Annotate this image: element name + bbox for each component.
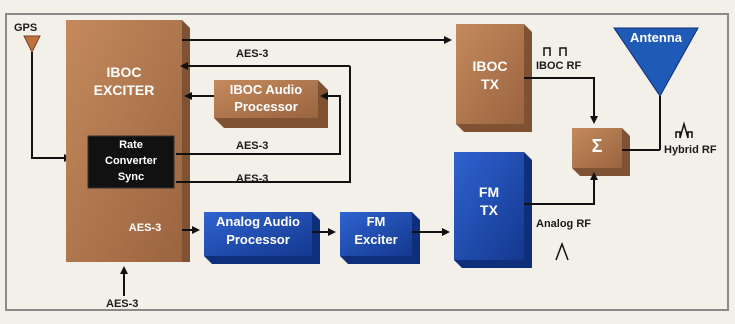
fm-exciter-block xyxy=(340,212,412,256)
combiner-block xyxy=(572,128,622,168)
iboc-audio-label-2: Processor xyxy=(234,99,298,114)
iboc-exciter-label-2: EXCITER xyxy=(93,82,155,98)
iboc-tx-block xyxy=(456,24,524,124)
fm-exciter-label-2: Exciter xyxy=(354,232,398,247)
combiner-label: Σ xyxy=(591,136,603,156)
analog-audio-label-2: Processor xyxy=(226,232,290,247)
analog-audio-label-1: Analog Audio xyxy=(215,214,300,229)
iboc-rf-label: IBOC RF xyxy=(536,60,582,72)
iboc-tx-label-1: IBOC xyxy=(472,58,508,74)
gps-antenna-icon xyxy=(23,35,41,54)
aes3-low-label: AES-3 xyxy=(236,173,269,185)
diagram-frame xyxy=(5,13,729,311)
fm-tx-label-1: FM xyxy=(478,184,500,200)
aes3-mid-label: AES-3 xyxy=(236,140,269,152)
analog-rf-line xyxy=(524,172,598,205)
antenna-label: Antenna xyxy=(630,30,682,45)
analog-spectrum-icon xyxy=(555,241,569,261)
gps-label: GPS xyxy=(14,22,38,34)
iboc-rf-line xyxy=(524,77,598,124)
rate-converter-label-2: Converter xyxy=(105,155,157,167)
fm-tx-label-2: TX xyxy=(480,202,498,218)
analog-rf-label: Analog RF xyxy=(536,218,591,230)
aes3-input-label: AES-3 xyxy=(106,298,139,310)
iboc-audio-processor-block xyxy=(214,80,318,118)
aes3-top-label: AES-3 xyxy=(236,48,269,60)
aes3-exciter-out-label: AES-3 xyxy=(128,222,162,234)
gps-feed-line xyxy=(31,52,72,162)
fm-tx-block xyxy=(454,152,524,260)
rate-converter-to-audio-line xyxy=(176,92,341,155)
rate-converter-label-3: Sync xyxy=(117,171,145,183)
rate-converter-block xyxy=(87,135,175,189)
iboc-audio-label-1: IBOC Audio xyxy=(229,82,303,97)
rate-converter-label-1: Rate xyxy=(119,139,143,151)
iboc-spectrum-icon xyxy=(543,47,567,56)
hybrid-rf-label: Hybrid RF xyxy=(664,144,717,156)
hybrid-spectrum-icon xyxy=(675,121,693,139)
fm-exciter-label-1: FM xyxy=(366,214,386,229)
antenna-icon xyxy=(613,27,699,97)
analog-audio-processor-block xyxy=(204,212,312,256)
iboc-exciter-label-1: IBOC xyxy=(106,64,142,80)
aes3-lower-return-line xyxy=(176,66,351,183)
iboc-tx-label-2: TX xyxy=(481,76,499,92)
